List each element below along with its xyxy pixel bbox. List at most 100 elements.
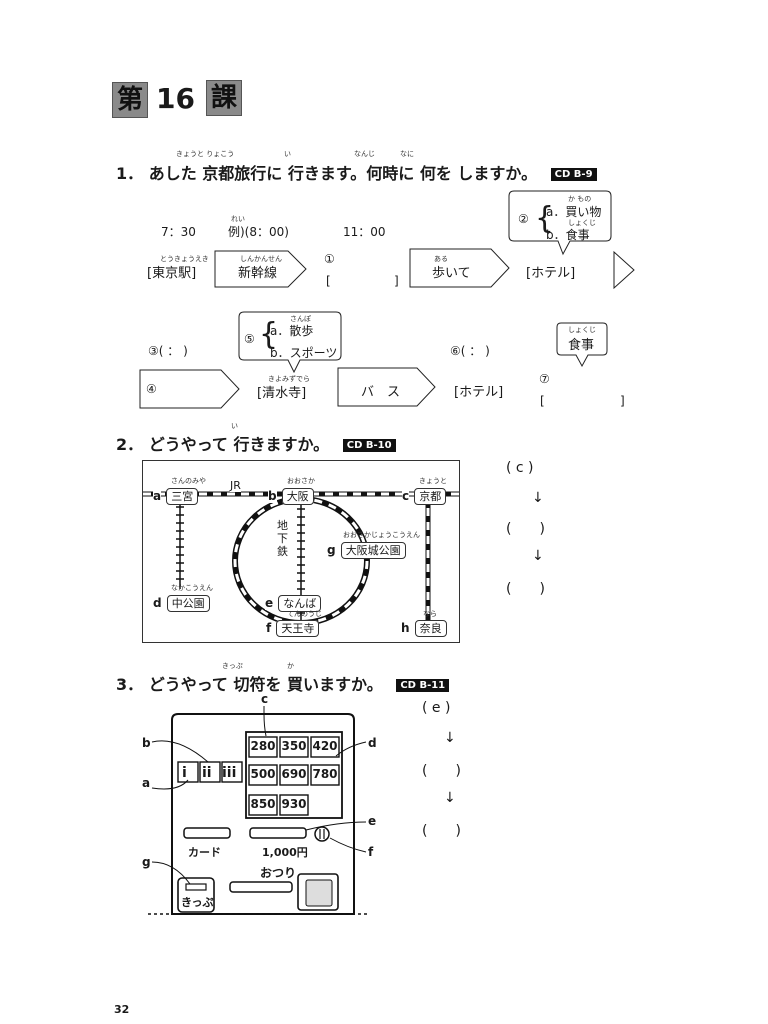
q1-cd-badge: CD B-9: [550, 168, 597, 181]
q2-station-a: a 三宮: [153, 485, 199, 505]
q2-station-a-ruby: さんのみや: [171, 477, 206, 485]
q2-cd-badge: CD B-10: [342, 439, 396, 452]
q1-ruby-4: なに: [400, 150, 414, 158]
q1-arrow-box-bus: [337, 367, 436, 407]
q2-station-e: e なんば: [265, 592, 322, 612]
q1-time-ruby: れい: [231, 215, 245, 223]
q1-time-1: 7：30: [161, 225, 196, 239]
q2-rail-map: JR 地 下 鉄 a 三宮 さんのみや b 大阪 おおさか c 京都 きょうと …: [142, 460, 460, 643]
q2-station-a-letter: a: [153, 489, 162, 503]
q3-callout-d: d: [368, 736, 377, 750]
q1-end-arrow: [613, 250, 635, 290]
q1-bracket-7-close: ]: [620, 394, 625, 408]
q3-cd-badge: CD B-11: [396, 679, 450, 692]
q2-station-c-letter: c: [402, 489, 410, 503]
q2-station-g: g 大阪城公園: [327, 539, 406, 559]
q2-station-h-name: 奈良: [414, 620, 447, 637]
q3-price-420: 420: [312, 739, 338, 753]
q1-time-6-blank: ⑥( ： ): [450, 344, 490, 358]
q1-ruby-3: なんじ: [354, 150, 375, 158]
q2-station-f-name: 天王寺: [276, 620, 320, 637]
q2-station-g-letter: g: [327, 543, 336, 557]
q3-title: どうやって 切符を 買いますか。: [148, 675, 383, 694]
q3-ruby-2: か: [287, 662, 294, 670]
q1-arrow-box-1: [214, 250, 307, 288]
q1-bubble-2-shape: [508, 190, 612, 256]
q1-bubble-5-b: b．スポーツ: [270, 346, 338, 360]
q1-number: 1．: [116, 164, 144, 183]
q2-arrow-1: ↓: [532, 490, 544, 506]
q3-price-850: 850: [250, 797, 276, 811]
q3-ticket-label: きっぷ: [181, 896, 214, 909]
q1-circle-4: ④: [146, 382, 157, 396]
q3-ruby-1: きっぷ: [222, 662, 243, 670]
q2-answer-2: ( ): [506, 521, 545, 537]
lesson-number: 16: [156, 82, 195, 115]
q1-bubble-2-a-ruby: か もの: [568, 195, 592, 203]
q1-circle-1: ①: [324, 252, 335, 266]
q3-answer-3: ( ): [422, 823, 461, 839]
q2-station-b-name: 大阪: [281, 488, 314, 505]
q2-answer-3: ( ): [506, 581, 545, 597]
q3-price-690: 690: [281, 767, 307, 781]
q1-bubble-2-marker: ②: [518, 212, 529, 226]
q2-ruby: い: [231, 422, 238, 430]
q2-subway-char-1: 地: [277, 519, 288, 532]
q2-station-d: d 中公園: [153, 592, 210, 612]
q2-station-g-ruby: おおさかじょうこうえん: [343, 531, 420, 539]
q3-callout-g: g: [142, 855, 151, 869]
q1-start-ruby: とうきょうえき: [160, 255, 209, 263]
q2-station-d-ruby: なかこうえん: [171, 584, 213, 592]
q3-change-label: おつり: [260, 866, 297, 880]
q3-yen-label: 1,000円: [262, 846, 308, 859]
q3-person-icon-3: iii: [222, 765, 237, 781]
q1-bubble-2-brace: {: [535, 201, 555, 236]
q3-callout-b: b: [142, 736, 151, 750]
q2-station-e-name: なんば: [278, 595, 322, 612]
q3-price-780: 780: [312, 767, 338, 781]
q3-callout-a: a: [142, 776, 151, 790]
q3-arrow-1: ↓: [444, 730, 456, 746]
q2-station-h: h 奈良: [401, 617, 447, 637]
q2-station-g-name: 大阪城公園: [340, 542, 406, 559]
page-number: 32: [114, 1003, 130, 1016]
q3-number: 3．: [116, 675, 144, 694]
q2-station-d-letter: d: [153, 596, 162, 610]
q1-bubble-5-a-ruby: さんぽ: [290, 315, 311, 323]
q2-station-f-ruby: てんのうじ: [287, 610, 322, 618]
q2-station-b-letter: b: [268, 489, 277, 503]
q1-bubble-2-a: a．買い物: [546, 205, 602, 219]
q1-time-3: 11：00: [343, 225, 386, 239]
q1-shinkansen-label: 新幹線: [238, 266, 278, 281]
q1-meal-label: 食事: [568, 338, 595, 353]
q1-bracket-1-open: [: [326, 274, 331, 288]
q3-person-icon-2: ii: [202, 765, 212, 781]
q1-shinkansen-ruby: しんかんせん: [240, 255, 282, 263]
q1-time-3-blank: ③( ： ): [148, 344, 188, 358]
q2-arrow-2: ↓: [532, 548, 544, 564]
q2-title: どうやって 行きますか。: [148, 435, 330, 454]
q2-station-b-ruby: おおさか: [287, 477, 315, 485]
q1-time-2: 例)(8：00): [228, 225, 289, 239]
lesson-suffix: 課: [206, 80, 242, 116]
q3-callout-c: c: [261, 692, 269, 706]
q3-ticket-machine: [148, 706, 368, 915]
q2-station-f: f 天王寺: [266, 617, 320, 637]
q1-title: あした 京都旅行に 行きます。何時に 何を しますか。: [148, 164, 538, 183]
q1-meal-bubble-shape: [556, 322, 608, 368]
q1-ruby-2: い: [284, 150, 291, 158]
q2-station-f-letter: f: [266, 621, 272, 635]
q2-station-c-name: 京都: [414, 488, 447, 505]
q1-bubble-5-a: a．散歩: [270, 324, 314, 338]
q3-price-930: 930: [281, 797, 307, 811]
q3-price-350: 350: [281, 739, 307, 753]
q1-bus-label: バ ス: [361, 385, 401, 400]
q3-heading: 3． どうやって 切符を 買いますか。 CD B-11: [116, 671, 546, 695]
q3-price-280: 280: [250, 739, 276, 753]
q2-jr-label: JR: [230, 479, 241, 492]
q1-arrow-box-2: [409, 248, 510, 288]
q1-arrow-box-4: [139, 369, 240, 409]
q1-bubble-2-b: b．食事: [546, 228, 590, 242]
lesson-prefix: 第: [112, 82, 148, 118]
